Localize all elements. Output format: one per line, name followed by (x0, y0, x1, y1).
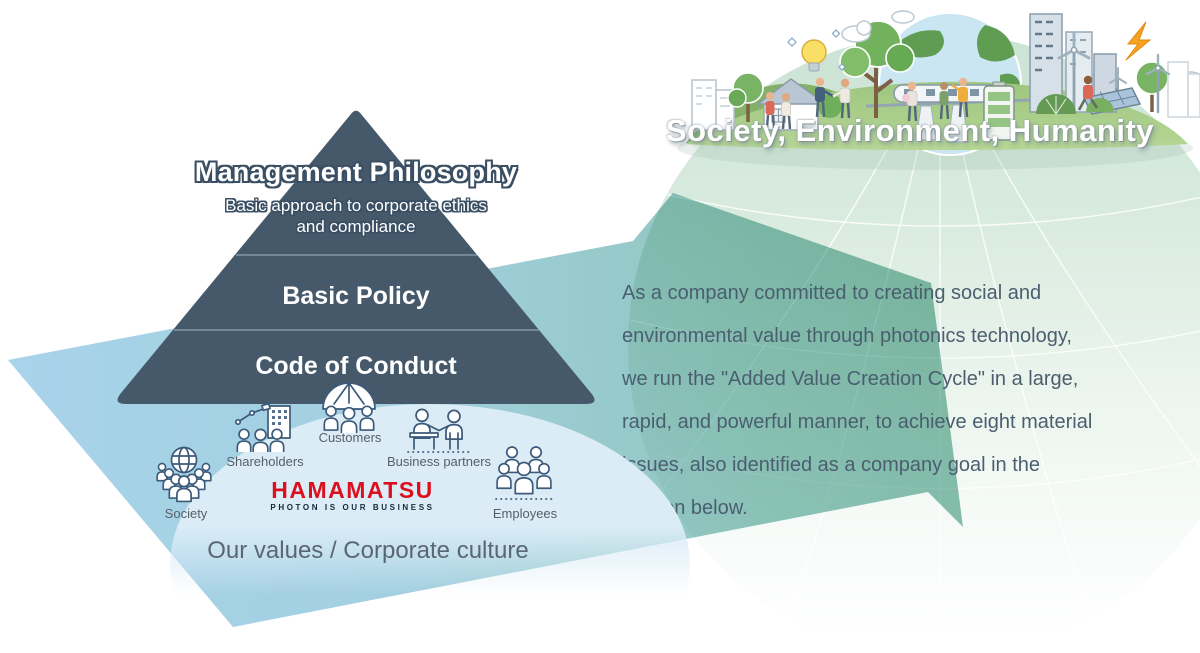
hamamatsu-wordmark: HAMAMATSU (271, 477, 434, 503)
stakeholder-label-shareholders: Shareholders (226, 454, 304, 469)
customers-icon (322, 382, 376, 433)
society-icon (156, 446, 212, 503)
stakeholder-label-society: Society (164, 506, 208, 521)
pyramid-subtitle-line: Basic approach to corporate ethics (225, 196, 487, 215)
person-icon-jogger (1077, 75, 1099, 111)
person-icon (951, 77, 969, 118)
description-line: we run the "Added Value Creation Cycle" … (622, 368, 1079, 390)
people (765, 75, 1099, 130)
person-icon (902, 81, 918, 122)
description-line: rapid, and powerful manner, to achieve e… (622, 411, 1093, 433)
buildings-right-icon (1029, 13, 1200, 118)
stakeholder-label-employees: Employees (492, 506, 558, 521)
description-line: As a company committed to creating socia… (622, 282, 1042, 304)
person-icon (765, 92, 776, 129)
wind-turbine-icon (1057, 31, 1171, 114)
stakeholder-label-business-partners: Business partners (386, 454, 492, 469)
globe-heading: Society, Environment, Humanity (665, 113, 1155, 148)
description-paragraph: As a company committed to creating socia… (622, 272, 1092, 530)
pyramid-subtitle: Basic approach to corporate ethics and c… (106, 195, 606, 237)
business-partners-icon (407, 408, 471, 453)
pyramid-tier-basic-policy: Basic Policy (282, 282, 430, 310)
hamamatsu-tagline: PHOTON IS OUR BUSINESS (270, 503, 435, 512)
pyramid-title: Management Philosophy (194, 157, 518, 187)
description-line: issues, also identified as a company goa… (622, 454, 1041, 476)
person-icon (781, 93, 792, 130)
lightning-icon (1125, 21, 1152, 61)
pyramid-subtitle-line: and compliance (296, 217, 416, 236)
lightbulb-icon (787, 29, 846, 72)
description-line: environmental value through photonics te… (622, 325, 1072, 347)
hamamatsu-logo: HAMAMATSU PHOTON IS OUR BUSINESS (250, 478, 455, 512)
employees-icon (495, 446, 553, 500)
person-icon (939, 82, 950, 120)
city-illustration (677, 10, 1200, 170)
tree-icon (727, 72, 764, 122)
pyramid-tier-code-of-conduct: Code of Conduct (255, 352, 457, 380)
shareholders-icon (234, 402, 291, 452)
values-caption: Our values / Corporate culture (207, 537, 529, 564)
person-icon (815, 77, 834, 118)
person-icon (832, 78, 851, 119)
battery-icon (983, 81, 1015, 141)
buildings-left-icon (691, 79, 735, 131)
stakeholder-label-customers: Customers (318, 430, 382, 445)
